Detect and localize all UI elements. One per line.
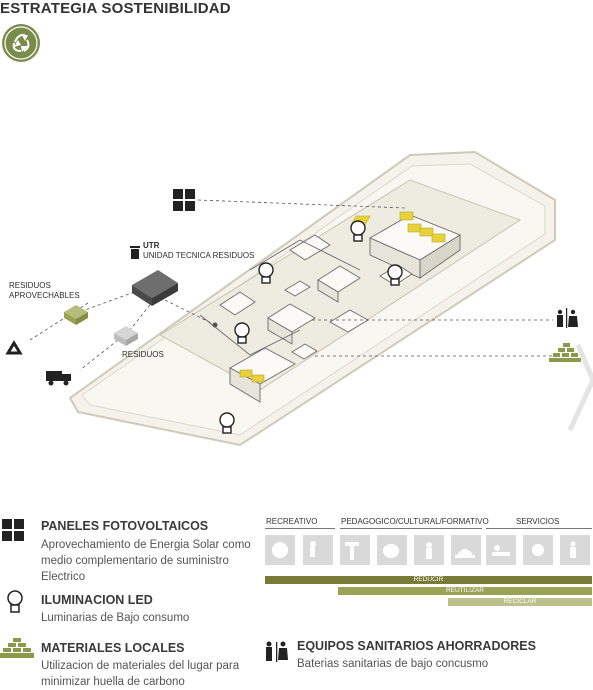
rest-icon — [486, 535, 516, 565]
legend-title-sanitarios: EQUIPOS SANITARIOS AHORRADORES — [297, 639, 536, 653]
bar-reducir: REDUCIR — [265, 576, 592, 584]
legend-desc-paneles-1: Aprovechamiento de Energia Solar como — [41, 539, 251, 551]
utr-label: UTR — [143, 241, 160, 250]
bricks-icon — [549, 343, 581, 362]
category-pedagogico: PEDAGOGICO/CULTURAL/FORMATIVO — [341, 517, 489, 526]
category-icon-glyphs — [272, 541, 576, 560]
restroom-icon — [266, 641, 288, 662]
bricks-icon — [0, 638, 34, 658]
legend-title-led: ILUMINACION LED — [41, 593, 153, 607]
education-icon — [340, 535, 370, 565]
page-title: ESTRATEGIA SOSTENIBILIDAD — [0, 0, 231, 17]
recycle-icon — [5, 340, 23, 355]
residuos-aprov-label-2: APROVECHABLES — [9, 291, 80, 300]
legend-desc-led: Luminarias de Bajo consumo — [41, 612, 190, 624]
lightbulb-icon — [219, 220, 403, 434]
residuos-label: RESIDUOS — [122, 350, 164, 359]
chevron-right-icon — [567, 344, 593, 432]
legend-title-materiales: MATERIALES LOCALES — [41, 641, 185, 655]
category-servicios: SERVICIOS — [516, 517, 560, 526]
bar-reutilizar: REUTILIZAR — [338, 587, 592, 595]
lightbulb-icon — [7, 590, 23, 613]
solar-panel-icon — [2, 519, 24, 541]
site-diagram — [5, 150, 593, 447]
legend-desc-materiales-1: Utilizacion de materiales del lugar para — [41, 660, 240, 672]
legend-desc-paneles-3: Electrico — [41, 571, 86, 583]
recycle-icon — [2, 24, 40, 62]
bar-reciclar: RECICLAR — [448, 598, 592, 606]
legend-title-paneles: PANELES FOTOVOLTAICOS — [41, 519, 209, 533]
garbage-truck-icon — [46, 371, 71, 386]
legend-desc-paneles-2: medio complementario de suministro — [41, 555, 229, 567]
restroom-icon — [557, 308, 578, 328]
trash-icon — [130, 246, 140, 259]
residuos-aprov-label: RESIDUOS — [9, 281, 51, 290]
solar-panel-icon — [173, 189, 195, 211]
utr-sub-label: UNIDAD TECNICA RESIDUOS — [143, 251, 255, 260]
sports-icon — [303, 535, 333, 565]
legend-desc-materiales-2: minimizar huella de carbono — [41, 676, 185, 688]
legend-desc-sanitarios: Baterias sanitarias de bajo concusmo — [297, 658, 489, 670]
utr-unit — [132, 270, 178, 306]
category-recreativo: RECREATIVO — [266, 517, 318, 526]
